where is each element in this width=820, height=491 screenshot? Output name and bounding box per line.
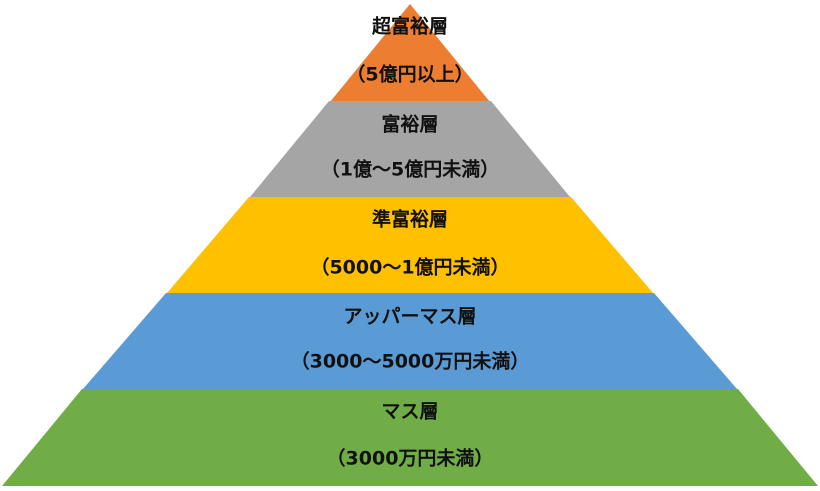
tier-ultra-wealthy-range: （5億円以上）	[346, 63, 473, 86]
tier-semi-wealthy: 準富裕層 （5000～1億円未満）	[167, 197, 653, 293]
tier-upper-mass-name: アッパーマス層	[343, 306, 476, 328]
tier-mass-name: マス層	[381, 401, 438, 423]
tier-ultra-wealthy-name: 超富裕層	[371, 15, 448, 38]
tier-wealthy-shape	[250, 101, 570, 197]
tier-wealthy-range: （1億～5億円未満）	[321, 158, 499, 181]
tier-upper-mass-range: （3000～5000万円未満）	[291, 350, 530, 373]
tier-mass-range: （3000万円未満）	[327, 447, 494, 470]
tier-ultra-wealthy-shape	[330, 4, 490, 102]
tier-semi-wealthy-range: （5000～1億円未満）	[310, 256, 509, 279]
tier-semi-wealthy-shape	[167, 197, 653, 293]
tier-semi-wealthy-name: 準富裕層	[372, 208, 448, 231]
tier-upper-mass-shape	[83, 293, 737, 389]
tier-wealthy-name: 富裕層	[381, 113, 438, 136]
tier-mass: マス層 （3000万円未満）	[2, 389, 818, 486]
tier-mass-shape	[2, 389, 818, 486]
tier-ultra-wealthy: 超富裕層 （5億円以上）	[330, 4, 490, 102]
tier-upper-mass: アッパーマス層 （3000～5000万円未満）	[83, 293, 737, 389]
tier-wealthy: 富裕層 （1億～5億円未満）	[250, 101, 570, 197]
